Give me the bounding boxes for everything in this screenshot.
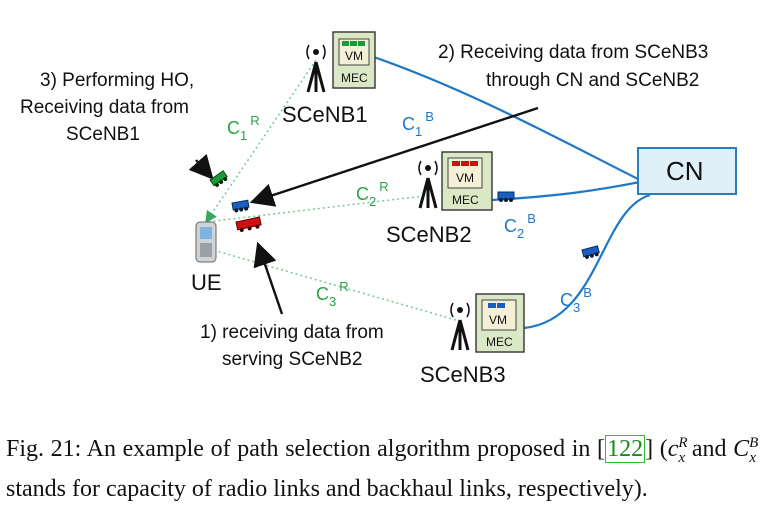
scenb3-node: VM MEC SCeNB3 bbox=[420, 293, 525, 387]
c1r-label: C1R bbox=[227, 113, 260, 143]
data-packet-icon bbox=[231, 199, 250, 213]
c2b-label: C2B bbox=[504, 211, 536, 241]
radio-link-3 bbox=[205, 247, 457, 321]
c3r-label: C3R bbox=[316, 279, 349, 309]
step1-line2: serving SCeNB2 bbox=[222, 349, 362, 370]
mec-label: MEC bbox=[452, 193, 479, 207]
figure-caption: Fig. 21: An example of path selection al… bbox=[6, 435, 759, 502]
vm-label: VM bbox=[489, 313, 507, 327]
step3-line2: Receiving data from bbox=[20, 97, 189, 118]
data-packet-icon bbox=[209, 170, 228, 187]
cn-node: CN bbox=[637, 147, 737, 195]
data-packet-icon bbox=[581, 245, 600, 259]
c2r-label: C2R bbox=[356, 179, 389, 209]
data-packet-icon bbox=[235, 216, 262, 232]
step3-line1: 3) Performing HO, bbox=[40, 70, 194, 91]
scenb1-label: SCeNB1 bbox=[282, 102, 368, 127]
c3b-label: C3B bbox=[560, 285, 592, 315]
radio-link-2 bbox=[205, 195, 425, 223]
scenb1-node: VM MEC SCeNB1 bbox=[282, 31, 376, 127]
diagram-canvas: VM MEC SCeNB1 VM MEC SCeNB2 bbox=[20, 31, 737, 387]
server-icon: VM MEC bbox=[441, 151, 493, 211]
arrow-step2 bbox=[249, 106, 539, 207]
antenna-icon bbox=[418, 160, 438, 209]
scenb3-label: SCeNB3 bbox=[420, 362, 506, 387]
ue-label: UE bbox=[191, 270, 222, 295]
radio-link-1 bbox=[205, 59, 317, 224]
c1b-label: C1B bbox=[402, 109, 434, 139]
arrow-step3 bbox=[188, 153, 214, 180]
vm-label: VM bbox=[456, 171, 474, 185]
backhaul-link-3 bbox=[523, 193, 651, 330]
scenb2-label: SCeNB2 bbox=[386, 222, 472, 247]
vm-label: VM bbox=[345, 49, 363, 63]
antenna-icon bbox=[450, 302, 470, 351]
server-icon: VM MEC bbox=[475, 293, 525, 353]
scenb2-node: VM MEC SCeNB2 bbox=[386, 151, 493, 247]
arrow-step1 bbox=[253, 241, 284, 315]
step2-line2: through CN and SCeNB2 bbox=[486, 70, 699, 91]
mec-label: MEC bbox=[486, 335, 513, 349]
cn-label: CN bbox=[666, 156, 704, 186]
reference-link[interactable]: 122 bbox=[605, 435, 646, 463]
server-icon: VM MEC bbox=[332, 31, 376, 89]
step3-line3: SCeNB1 bbox=[66, 124, 140, 145]
data-packet-icon bbox=[497, 191, 515, 202]
mec-label: MEC bbox=[341, 71, 368, 85]
phone-icon bbox=[195, 221, 217, 263]
step1-line1: 1) receiving data from bbox=[200, 322, 384, 343]
step2-line1: 2) Receiving data from SCeNB3 bbox=[438, 42, 708, 63]
ue-node: UE bbox=[191, 221, 222, 295]
antenna-icon bbox=[306, 44, 326, 93]
